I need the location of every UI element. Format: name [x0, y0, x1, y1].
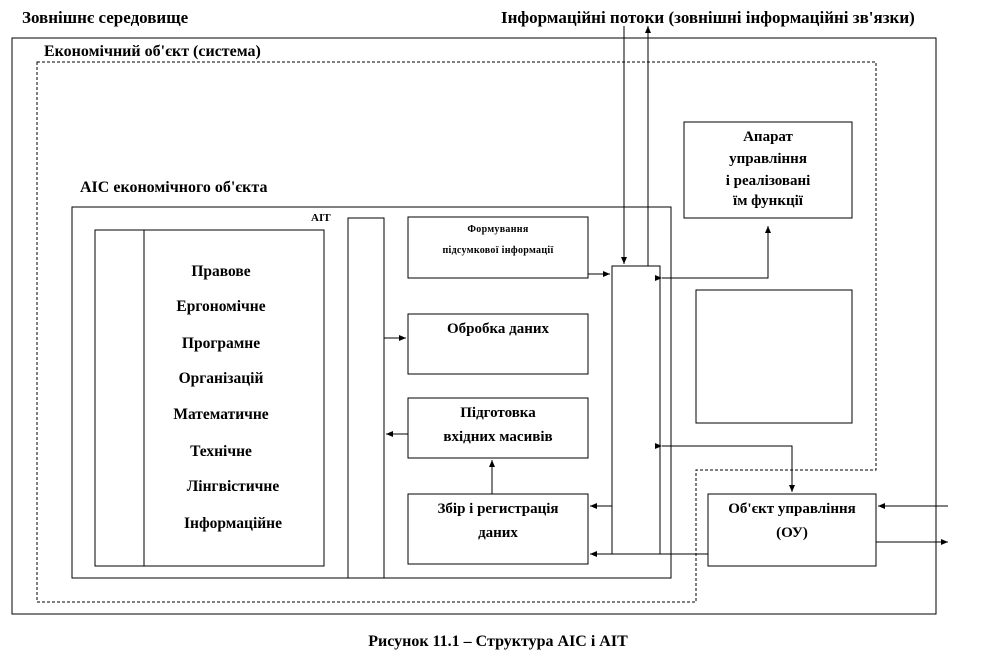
collection-subtitle: даних [478, 525, 518, 541]
empty-box [695, 289, 853, 424]
info-flows-label: Інформаційні потоки (зовнішні інформацій… [501, 8, 915, 27]
management-line-2: управління [729, 151, 807, 167]
ait-bar [347, 217, 385, 579]
management-box [683, 121, 853, 219]
control-object-title: Об'єкт управління [728, 501, 856, 517]
support-subsystems-box [94, 229, 325, 567]
forming-box [407, 216, 589, 279]
central-management-link [655, 226, 771, 281]
support-item-software: Програмне [181, 335, 261, 352]
figure-caption: Рисунок 11.1 – Структура АІС і АІТ [368, 633, 628, 650]
central-bar [611, 265, 661, 555]
environment-label: Зовнішнє середовище [22, 8, 189, 27]
support-item-technical: Технічне [190, 443, 252, 460]
control-object-box [707, 493, 877, 567]
ais-label: АІС економічного об'єкта [80, 179, 268, 196]
management-line-3: і реалізовані [725, 173, 811, 189]
economic-object-label: Економічний об'єкт (система) [44, 43, 261, 60]
collection-title: Збір і регистрація [437, 501, 559, 517]
support-item-linguistic: Лінгвістичне [186, 478, 280, 495]
preparation-title: Підготовка [460, 405, 536, 421]
processing-box [407, 313, 589, 375]
management-line-1: Апарат [743, 129, 793, 145]
forming-subtitle: підсумкової інформації [442, 245, 554, 256]
processing-title: Обробка даних [446, 321, 550, 337]
support-item-legal: Правове [191, 263, 251, 280]
support-item-mathematical: Математичне [173, 406, 269, 423]
central-control-object-link [655, 443, 795, 492]
environment-frame [11, 37, 937, 615]
control-object-abbr: (ОУ) [776, 525, 808, 541]
forming-title: Формування [467, 224, 529, 235]
preparation-box [407, 397, 589, 459]
ait-label: АІТ [311, 212, 331, 224]
preparation-subtitle: вхідних масивів [443, 429, 553, 445]
support-item-informational: Інформаційне [183, 515, 282, 532]
support-item-ergonomic: Ергономічне [176, 298, 266, 315]
collection-box [407, 493, 589, 565]
management-line-4: їм функції [733, 193, 803, 209]
support-item-organizational: Організацій [178, 370, 264, 387]
